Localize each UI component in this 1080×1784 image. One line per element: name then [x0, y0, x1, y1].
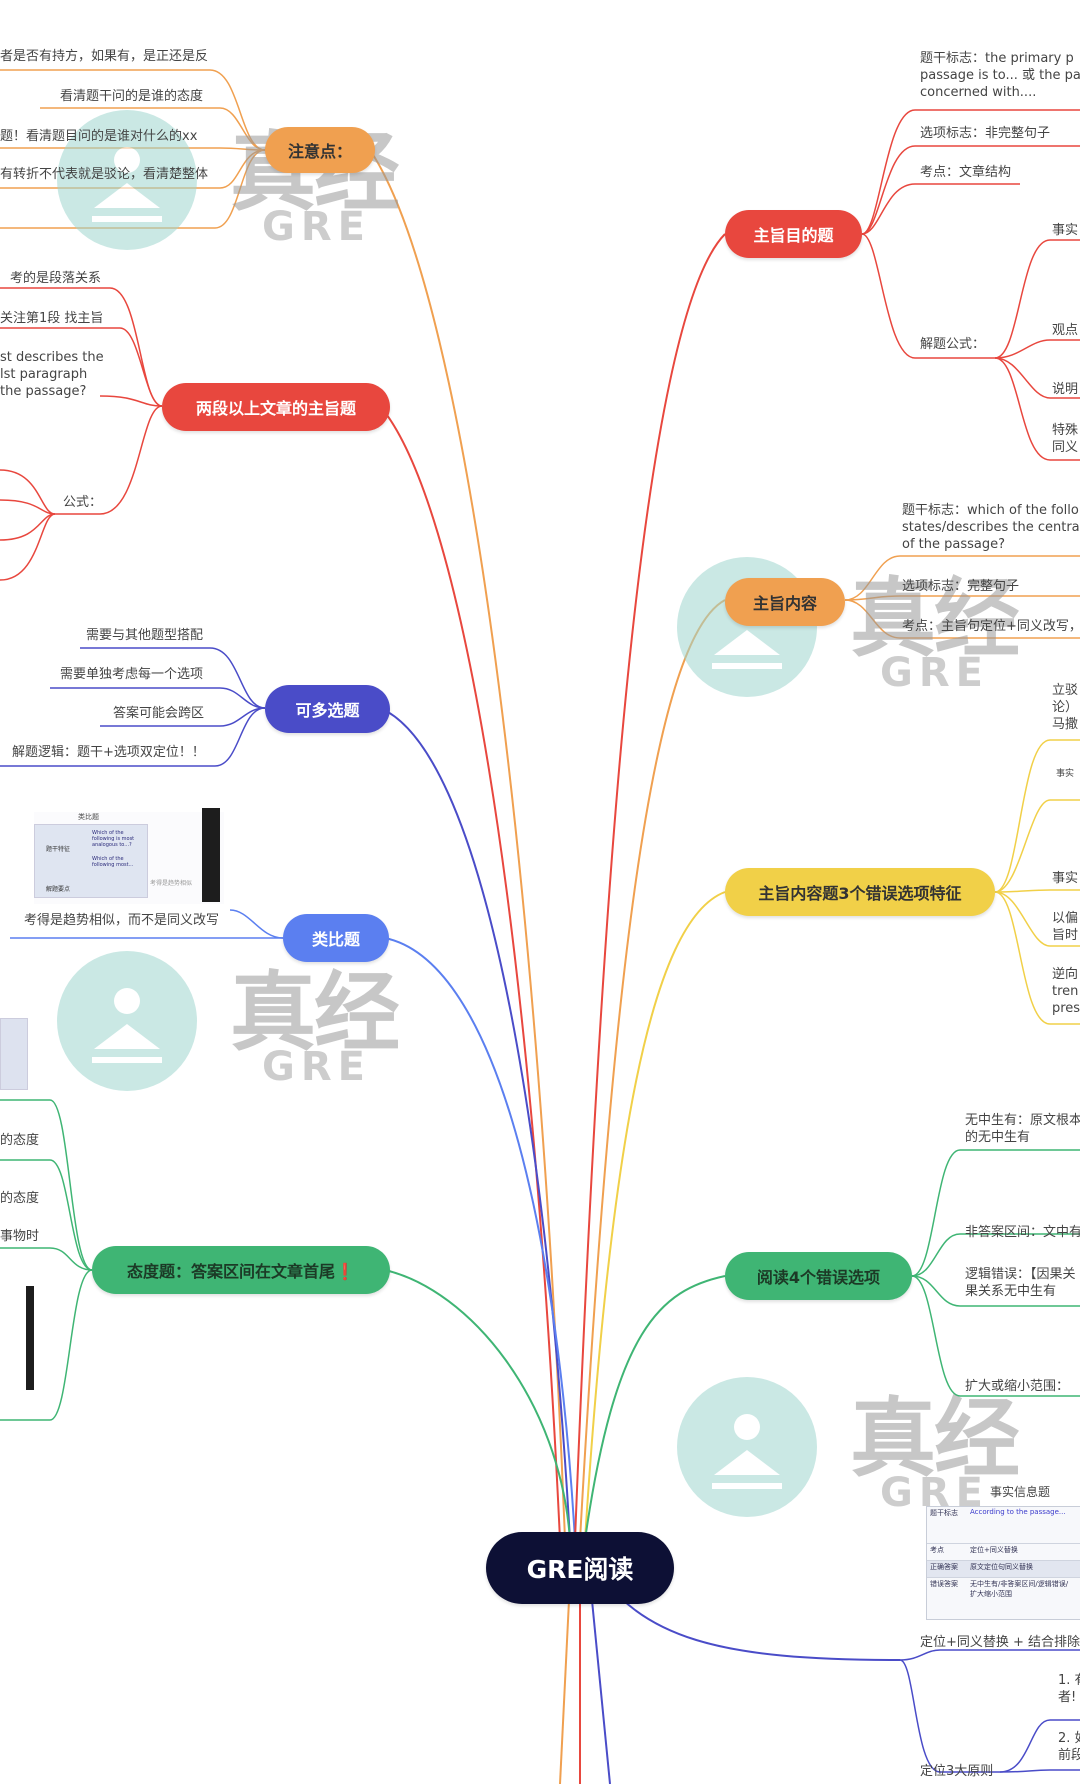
leaf-text: 考点：文章结构: [920, 165, 1012, 180]
leaf-text: 答案可能会跨区: [113, 706, 205, 721]
branch-four-errors[interactable]: 阅读4个错误选项: [725, 1252, 912, 1300]
leaf-text: 逻辑错误：【因果关 果关系无中生有: [965, 1267, 1076, 1299]
thumb-label: 解题要点: [46, 886, 71, 893]
table-cell: 定位+同义替换: [970, 1546, 1018, 1554]
analogy-thumbnail: 类比题 题干特征 解题要点 Which of the following is …: [34, 812, 224, 904]
line-analogy: [384, 937, 576, 1541]
leaf-text: 关注第1段 找主旨: [0, 311, 104, 326]
thumb-tip: 考得是趋势相似: [150, 880, 193, 887]
thumb-title: 类比题: [78, 813, 99, 821]
leaf-text: 1. 有 者!: [1058, 1673, 1080, 1705]
fact-table: 题干标志 According to the passage... 考点 定位+同…: [926, 1506, 1080, 1620]
leaf-text: 考的是段落关系: [10, 271, 102, 286]
watermark-sub: GRE: [880, 650, 989, 696]
table-cell: 题干标志: [930, 1509, 958, 1517]
leaf-text: 选项标志：非完整句子: [920, 126, 1051, 141]
leaf-text: 观点: [1052, 323, 1079, 338]
table-row: 正确答案 原文定位句同义替换: [927, 1561, 1080, 1578]
branch-purpose[interactable]: 主旨目的题: [725, 210, 862, 258]
leaf-text: 事实信息题: [990, 1485, 1051, 1499]
watermark-sub: GRE: [262, 204, 371, 250]
dark-thumbnail: [202, 808, 220, 902]
table-cell: 考点: [930, 1546, 944, 1554]
table-row: 错误答案 无中生有/非答案区间/逻辑错误/扩大缩小范围: [927, 1578, 1080, 1618]
leaf-text: 以偏 旨时: [1052, 911, 1079, 943]
line-multi-choice: [379, 707, 571, 1541]
line-three-errors: [584, 891, 726, 1541]
watermark-logo: 真经 GRE: [52, 946, 432, 1096]
table-cell: 错误答案: [930, 1580, 958, 1588]
leaf-text: 说明: [1052, 382, 1079, 397]
leaf-text: 题干标志：which of the follo states/describes…: [902, 503, 1080, 552]
branch-three-errors[interactable]: 主旨内容题3个错误选项特征: [725, 868, 995, 916]
branch-analogy[interactable]: 类比题: [283, 914, 389, 962]
watermark-brand: 真经: [850, 569, 1020, 669]
leaf-text: 无中生有：原文根本 的无中生有: [965, 1113, 1080, 1145]
watermark-sub: GRE: [262, 1044, 371, 1090]
line-multi-para: [379, 405, 561, 1541]
leaf-text: 者是否有持方，如果有，是正还是反: [0, 49, 209, 64]
leaf-text: 特殊 同义: [1052, 423, 1079, 455]
watermark-logo: 真经 GRE: [52, 108, 432, 258]
thumb-table: [34, 824, 148, 898]
leaf-text: 立驳 论） 马撒: [1052, 683, 1079, 732]
leaf-text: 事实: [1052, 223, 1079, 238]
branch-multi-para[interactable]: 两段以上文章的主旨题: [162, 383, 390, 431]
thumb-label: 题干特征: [46, 846, 71, 853]
leaf-text: 事实: [1052, 871, 1079, 886]
branch-notes[interactable]: 注意点：: [265, 127, 375, 173]
table-row: 考点 定位+同义替换: [927, 1544, 1080, 1561]
watermark-icon: [677, 1377, 817, 1517]
watermark-brand: 真经: [230, 963, 400, 1063]
leaf-text: 2. 如 前段: [1058, 1731, 1080, 1763]
center-node[interactable]: GRE阅读: [486, 1532, 674, 1604]
leaf-text: 选项标志：完整句子: [902, 579, 1020, 594]
line-purpose: [574, 233, 726, 1541]
watermark-brand: 真经: [850, 1389, 1020, 1489]
table-cell: 无中生有/非答案区间/逻辑错误/扩大缩小范围: [970, 1580, 1069, 1598]
table-cell: 原文定位句同义替换: [970, 1563, 1033, 1571]
leaf-text: 定位+同义替换 + 结合排除法: [920, 1635, 1080, 1650]
leaf-text: 需要与其他题型搭配: [86, 628, 204, 643]
leaf-text: st describes the lst paragraph the passa…: [0, 350, 104, 399]
line-notes: [369, 149, 566, 1541]
leaf-text: 解题逻辑：题干+选项双定位！！: [12, 745, 205, 760]
attitude-thumbnail: [0, 1018, 28, 1090]
watermark-icon: [57, 951, 197, 1091]
thumb-question: Which of the following is most analogous…: [92, 830, 135, 848]
watermark-logo: 真经 GRE: [672, 1372, 1072, 1522]
line-four-errors: [584, 1275, 726, 1541]
leaf-text: 的态度: [0, 1191, 40, 1206]
leaf-text: 的态度: [0, 1133, 40, 1148]
branch-main-content[interactable]: 主旨内容: [725, 578, 845, 626]
leaf-text: 需要单独考虑每一个选项: [60, 667, 204, 682]
table-cell: According to the passage...: [970, 1508, 1066, 1516]
line-attitude: [384, 1269, 571, 1541]
leaf-text: 定位3大原则: [920, 1764, 994, 1779]
branch-multi-choice[interactable]: 可多选题: [265, 685, 390, 733]
table-row: 题干标志 According to the passage...: [927, 1507, 1080, 1544]
leaf-text: 题干标志：the primary p passage is to... 或 th…: [920, 51, 1080, 100]
leaf-text: 题！看清题目问的是谁对什么的xx: [0, 129, 198, 144]
leaf-text: 考得是趋势相似，而不是同义改写: [24, 913, 220, 928]
leaf-text: 非答案区间：文中有: [965, 1225, 1080, 1240]
leaf-text: 扩大或缩小范围：: [965, 1379, 1070, 1394]
leaf-text: 考点：主旨句定位+同义改写，: [902, 619, 1080, 634]
leaf-text: 事实: [1056, 769, 1075, 779]
thumb-question: Which of the following most...: [92, 856, 134, 868]
table-cell: 正确答案: [930, 1563, 958, 1571]
leaf-text: 看清题干问的是谁的态度: [60, 89, 204, 104]
leaf-text: 有转折不代表就是驳论，看清楚整体: [0, 167, 209, 182]
leaf-text: 逆向 tren pres: [1052, 967, 1080, 1016]
leaf-text: 事物时: [0, 1229, 40, 1244]
branch-attitude[interactable]: 态度题：答案区间在文章首尾❗: [92, 1246, 390, 1294]
dark-thumbnail: [26, 1286, 34, 1390]
leaf-text: 公式：: [63, 495, 103, 510]
leaf-text: 解题公式：: [920, 337, 986, 352]
watermark-icon: [57, 110, 197, 250]
